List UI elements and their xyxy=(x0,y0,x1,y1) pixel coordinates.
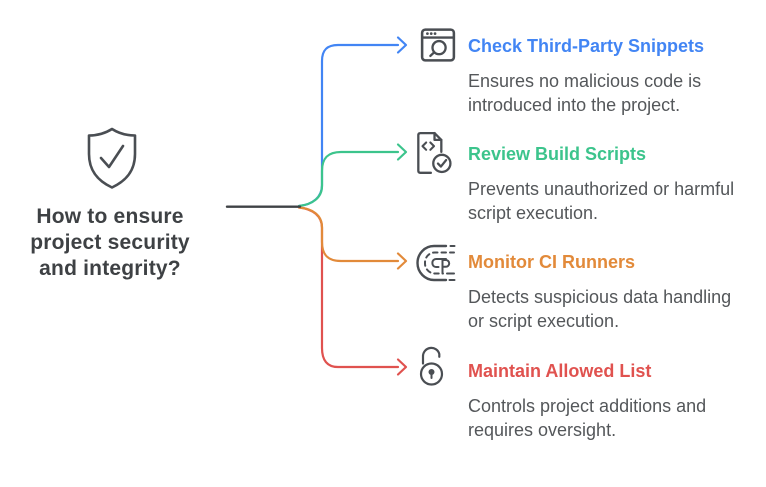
branch-desc-check-third-party-snippets: Ensures no malicious code is introduced … xyxy=(468,71,702,115)
arrowhead-blue xyxy=(396,36,408,54)
branch-desc-maintain-allowed-list: Controls project additions and requires … xyxy=(468,396,707,440)
central-question: How to ensure project security and integ… xyxy=(30,205,190,280)
code-file-check-icon xyxy=(417,131,452,174)
branch-desc-review-build-scripts: Prevents unauthorized or harmful script … xyxy=(468,179,735,223)
branch-desc-monitor-ci-runners: Detects suspicious data handling or scri… xyxy=(468,287,732,331)
branch-title-check-third-party-snippets: Check Third-Party Snippets xyxy=(468,36,705,56)
arrowhead-red xyxy=(396,358,408,376)
arrowhead-green xyxy=(396,143,408,161)
branch-line-orange xyxy=(297,206,400,263)
branch-line-red xyxy=(297,206,400,369)
branch-line-blue xyxy=(297,43,400,208)
branch-line-green xyxy=(297,150,400,208)
branch-title-monitor-ci-runners: Monitor CI Runners xyxy=(468,252,635,272)
branch-title-maintain-allowed-list: Maintain Allowed List xyxy=(468,361,652,381)
arrowhead-orange xyxy=(396,252,408,270)
unlock-icon xyxy=(419,346,444,386)
race-track-icon xyxy=(416,244,456,282)
shield-check-icon xyxy=(87,127,137,189)
branch-title-review-build-scripts: Review Build Scripts xyxy=(468,144,647,164)
browser-search-icon xyxy=(420,28,456,62)
